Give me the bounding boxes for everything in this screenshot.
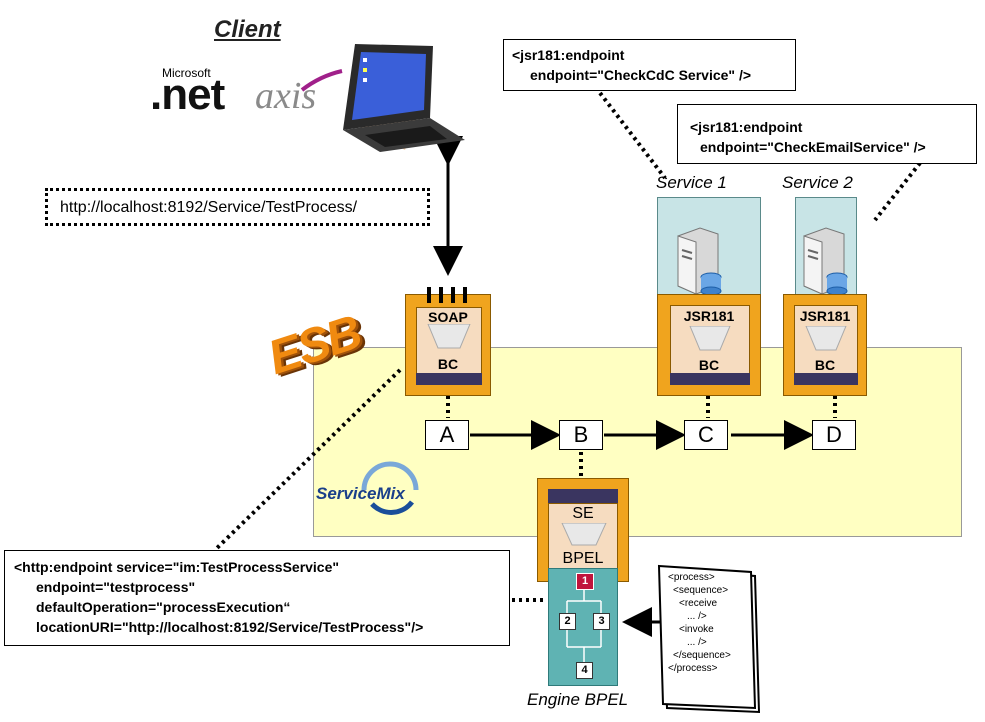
process-line-8: </process> <box>668 663 718 674</box>
engine-bpel-caption: Engine BPEL <box>527 690 629 709</box>
endpoint1-line1: <jsr181:endpoint <box>512 47 625 63</box>
soap-bc-label: BC <box>437 356 459 372</box>
net-text: .net <box>150 70 225 119</box>
endpoint1-connector <box>598 91 667 180</box>
http-endpoint-line1: <http:endpoint service="im:TestProcessSe… <box>14 559 340 575</box>
axis-logo: axis <box>255 68 345 128</box>
process-line-6: ... /> <box>687 637 707 648</box>
node-a: A <box>425 420 469 450</box>
process-line-1: <process> <box>668 572 715 583</box>
http-endpoint-line3: defaultOperation="processExecution“ <box>36 599 291 615</box>
axis-text: axis <box>255 75 317 117</box>
node-b: B <box>559 420 603 450</box>
client-title: Client <box>214 16 281 43</box>
service2-bc: JSR181 BC <box>783 294 867 396</box>
service1-bc: JSR181 BC <box>657 294 761 396</box>
endpoint1-line2: endpoint="CheckCdC Service" /> <box>530 67 752 83</box>
service2-title: Service 2 <box>782 173 853 192</box>
dotnet-logo: Microsoft .net <box>150 66 245 126</box>
process-line-4: ... /> <box>687 611 707 622</box>
service2-jsr-label: JSR181 <box>799 308 851 324</box>
endpoint2-callout: <jsr181:endpoint endpoint="CheckEmailSer… <box>677 104 977 164</box>
server1-icon <box>677 227 722 296</box>
bpel-label: BPEL <box>562 550 604 567</box>
se-label: SE <box>572 505 594 522</box>
se-bpel: SE BPEL <box>537 478 629 582</box>
http-endpoint-line4: locationURI="http://localhost:8192/Servi… <box>36 619 424 635</box>
servicemix-text: ServiceMix <box>316 484 405 503</box>
process-line-5: <invoke <box>679 624 714 635</box>
bpel-step-4: 4 <box>576 662 593 679</box>
http-endpoint-connector <box>213 368 402 552</box>
endpoint2-connector <box>873 161 922 222</box>
soap-label: SOAP <box>428 309 468 325</box>
bpel-engine: 1 2 3 4 <box>548 568 618 686</box>
http-endpoint-line2: endpoint="testprocess" <box>36 579 196 595</box>
endpoint1-callout: <jsr181:endpoint endpoint="CheckCdC Serv… <box>503 39 796 91</box>
bpel-step-1: 1 <box>576 573 594 590</box>
endpoint2-line1: <jsr181:endpoint <box>690 119 803 135</box>
server2-icon <box>803 227 848 296</box>
laptop-icon <box>343 44 465 152</box>
servicemix-logo: ServiceMix <box>314 460 424 520</box>
bpel-step-2: 2 <box>559 613 576 630</box>
process-document: <process> <sequence> <receive ... /> <in… <box>655 562 765 722</box>
service2-bc-label: BC <box>814 357 836 373</box>
url-box: http://localhost:8192/Service/TestProces… <box>45 188 430 226</box>
http-endpoint-callout: <http:endpoint service="im:TestProcessSe… <box>4 550 510 646</box>
node-c: C <box>684 420 728 450</box>
microsoft-text: Microsoft <box>162 66 211 80</box>
node-d: D <box>812 420 856 450</box>
service1-bc-label: BC <box>698 357 720 373</box>
bpel-step-3: 3 <box>593 613 610 630</box>
process-line-2: <sequence> <box>673 585 729 596</box>
process-line-3: <receive <box>679 598 718 609</box>
soap-bc: SOAP BC <box>405 287 491 396</box>
endpoint2-line2: endpoint="CheckEmailService" /> <box>700 139 926 155</box>
url-text: http://localhost:8192/Service/TestProces… <box>60 199 358 216</box>
service1-title: Service 1 <box>656 173 727 192</box>
process-line-7: </sequence> <box>673 650 731 661</box>
service1-jsr-label: JSR181 <box>683 308 735 324</box>
